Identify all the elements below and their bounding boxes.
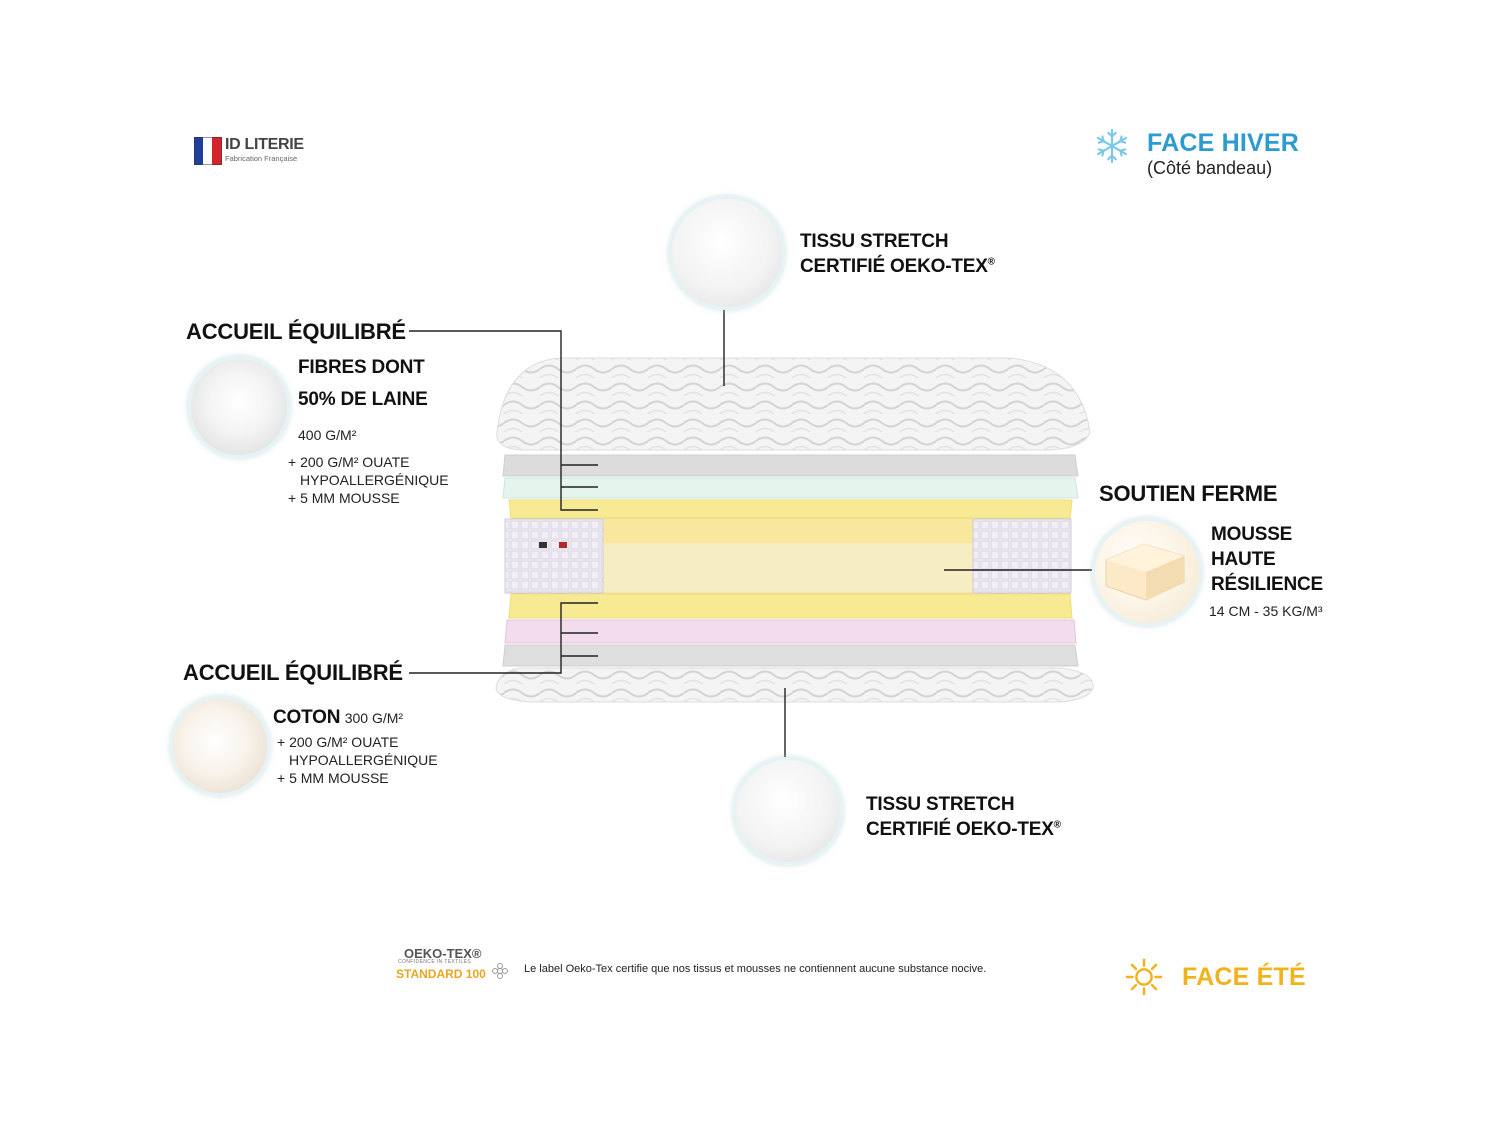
brand-logo: ID LITERIE Fabrication Française: [194, 136, 334, 169]
oeko-tagline: CONFIDENCE IN TEXTILES: [398, 959, 472, 965]
bottom-comfort-extra2: HYPOALLERGÉNIQUE: [289, 752, 438, 768]
bottom-comfort-weight: 300 G/M²: [344, 710, 404, 726]
grey-lower-layer: [502, 644, 1079, 667]
support-spec: 14 CM - 35 KG/M³: [1209, 603, 1323, 619]
brand-flag-icon: [194, 137, 222, 165]
cotton-swatch: [170, 696, 270, 796]
yellow-lower-layer: [508, 593, 1073, 619]
top-comfort-line1: FIBRES DONT: [298, 357, 425, 378]
yellow-upper-layer: [508, 499, 1073, 519]
foam-block-icon: [1105, 543, 1185, 601]
bottom-fabric-line2: CERTIFIÉ OEKO-TEX®: [866, 819, 1061, 840]
winter-face-title: FACE HIVER: [1147, 129, 1300, 157]
summer-face-title: FACE ÉTÉ: [1182, 963, 1306, 991]
top-fabric-line1: TISSU STRETCH: [800, 231, 949, 252]
left-side-panel: [504, 518, 604, 594]
sun-icon: [1125, 958, 1163, 996]
bottom-comfort-extra3: + 5 MM MOUSSE: [277, 770, 389, 786]
top-fabric-line2: CERTIFIÉ OEKO-TEX®: [800, 256, 995, 277]
snowflake-icon: [1096, 128, 1128, 164]
right-side-panel: [972, 518, 1072, 594]
bottom-fabric-swatch: [733, 757, 843, 865]
bottom-comfort-main: COTON 300 G/M²: [273, 707, 403, 729]
brand-name: ID LITERIE: [225, 136, 304, 153]
winter-face-subtitle: (Côté bandeau): [1147, 158, 1273, 178]
oeko-flower-icon: [492, 963, 508, 979]
top-comfort-heading: ACCUEIL ÉQUILIBRÉ: [186, 319, 406, 344]
top-quilted-fabric: [496, 357, 1091, 451]
bottom-comfort-material: COTON: [273, 707, 341, 728]
pink-lower-layer: [504, 619, 1077, 644]
grey-upper-layer: [502, 454, 1079, 477]
support-line2: HAUTE: [1211, 549, 1276, 570]
support-heading: SOUTIEN FERME: [1099, 481, 1278, 506]
brand-tagline: Fabrication Française: [225, 154, 298, 163]
oeko-brand: OEKO-TEX®: [404, 946, 482, 961]
oeko-tex-logo: OEKO-TEX® CONFIDENCE IN TEXTILES STANDAR…: [396, 946, 516, 986]
oeko-note: Le label Oeko-Tex certifie que nos tissu…: [524, 963, 987, 975]
bottom-fabric-line1: TISSU STRETCH: [866, 794, 1015, 815]
top-fabric-swatch: [669, 196, 785, 310]
bottom-comfort-heading: ACCUEIL ÉQUILIBRÉ: [183, 660, 403, 685]
bottom-comfort-extra1: + 200 G/M² OUATE: [277, 734, 399, 750]
support-line3: RÉSILIENCE: [1211, 574, 1324, 595]
mint-upper-layer: [502, 477, 1079, 499]
top-comfort-extra3: + 5 MM MOUSSE: [288, 490, 400, 506]
top-comfort-line2: 50% DE LAINE: [298, 389, 428, 410]
support-line1: MOUSSE: [1211, 524, 1293, 545]
top-comfort-extra2: HYPOALLERGÉNIQUE: [300, 472, 449, 488]
oeko-standard: STANDARD 100: [396, 967, 486, 981]
wool-swatch: [188, 356, 290, 458]
top-comfort-weight: 400 G/M²: [298, 427, 357, 443]
top-comfort-extra1: + 200 G/M² OUATE: [288, 454, 410, 470]
bottom-quilted-fabric: [495, 667, 1094, 703]
